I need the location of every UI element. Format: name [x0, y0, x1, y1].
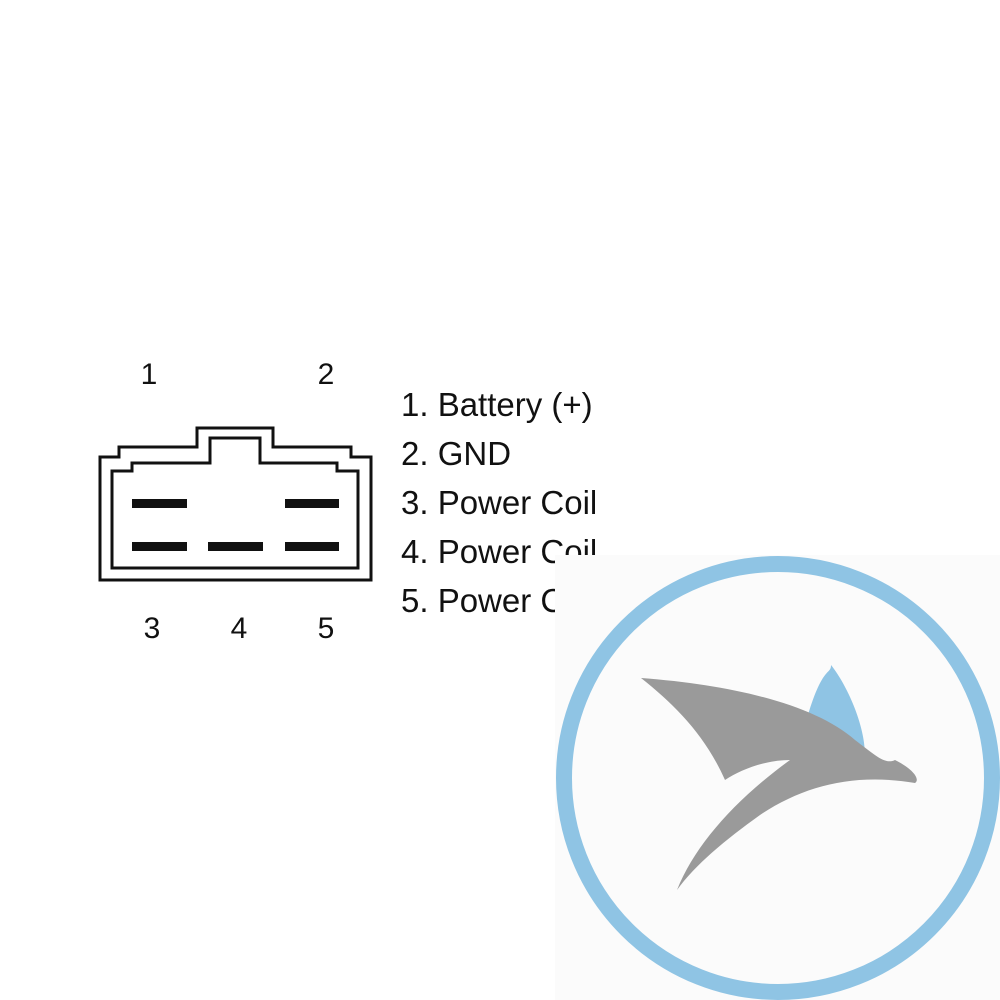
connector-icon: [98, 426, 373, 582]
terminal-3: [132, 542, 187, 551]
connector-outer-outline: [98, 426, 373, 582]
pin-label-2: 2: [317, 358, 335, 391]
pin-label-5: 5: [317, 612, 335, 645]
connector-inner-outline: [110, 436, 360, 570]
pin-label-4: 4: [230, 612, 248, 645]
legend-item-3: 3. Power Coil: [401, 484, 598, 521]
pin-label-3: 3: [143, 612, 161, 645]
bird-logo-icon: [555, 555, 1000, 1000]
pin-label-1: 1: [140, 358, 158, 391]
terminal-2: [285, 499, 339, 508]
logo-ring: [556, 556, 1000, 1000]
legend-item-2: 2. GND: [401, 435, 512, 472]
terminal-1: [132, 499, 187, 508]
legend-item-1: 1. Battery (+): [401, 386, 593, 423]
terminal-5: [285, 542, 339, 551]
terminal-4: [208, 542, 263, 551]
logo-bird-body: [641, 678, 917, 890]
